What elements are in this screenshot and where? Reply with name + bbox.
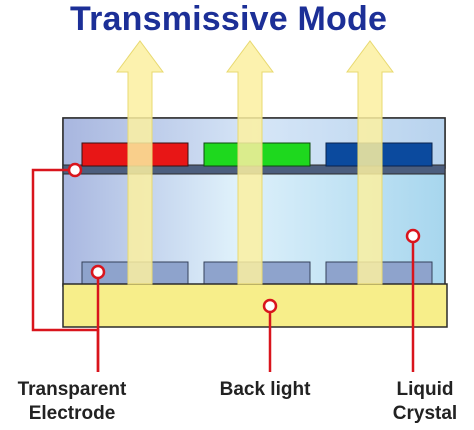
transparent-electrode-label-line1: Transparent bbox=[17, 379, 127, 400]
callout-dot-bottom-electrode bbox=[90, 264, 106, 280]
light-arrow-3 bbox=[346, 40, 394, 285]
liquid-crystal-label: Liquid Crystal bbox=[380, 378, 470, 426]
diagram-title: Transmissive Mode bbox=[70, 0, 388, 38]
transparent-electrode-label: Transparent Electrode bbox=[2, 378, 142, 426]
light-arrow-1 bbox=[116, 40, 164, 285]
transparent-electrode-label-line2: Electrode bbox=[28, 403, 116, 424]
liquid-crystal-label-line1: Liquid bbox=[396, 379, 454, 400]
liquid-crystal-label-line2: Crystal bbox=[392, 403, 458, 424]
back-light-label: Back light bbox=[219, 379, 311, 400]
callout-dot-liquid-crystal bbox=[405, 228, 421, 244]
light-arrow-2 bbox=[226, 40, 274, 285]
backlight-layer bbox=[62, 283, 448, 328]
callout-dot-top-electrode bbox=[67, 162, 83, 178]
callout-dot-back-light bbox=[262, 298, 278, 314]
